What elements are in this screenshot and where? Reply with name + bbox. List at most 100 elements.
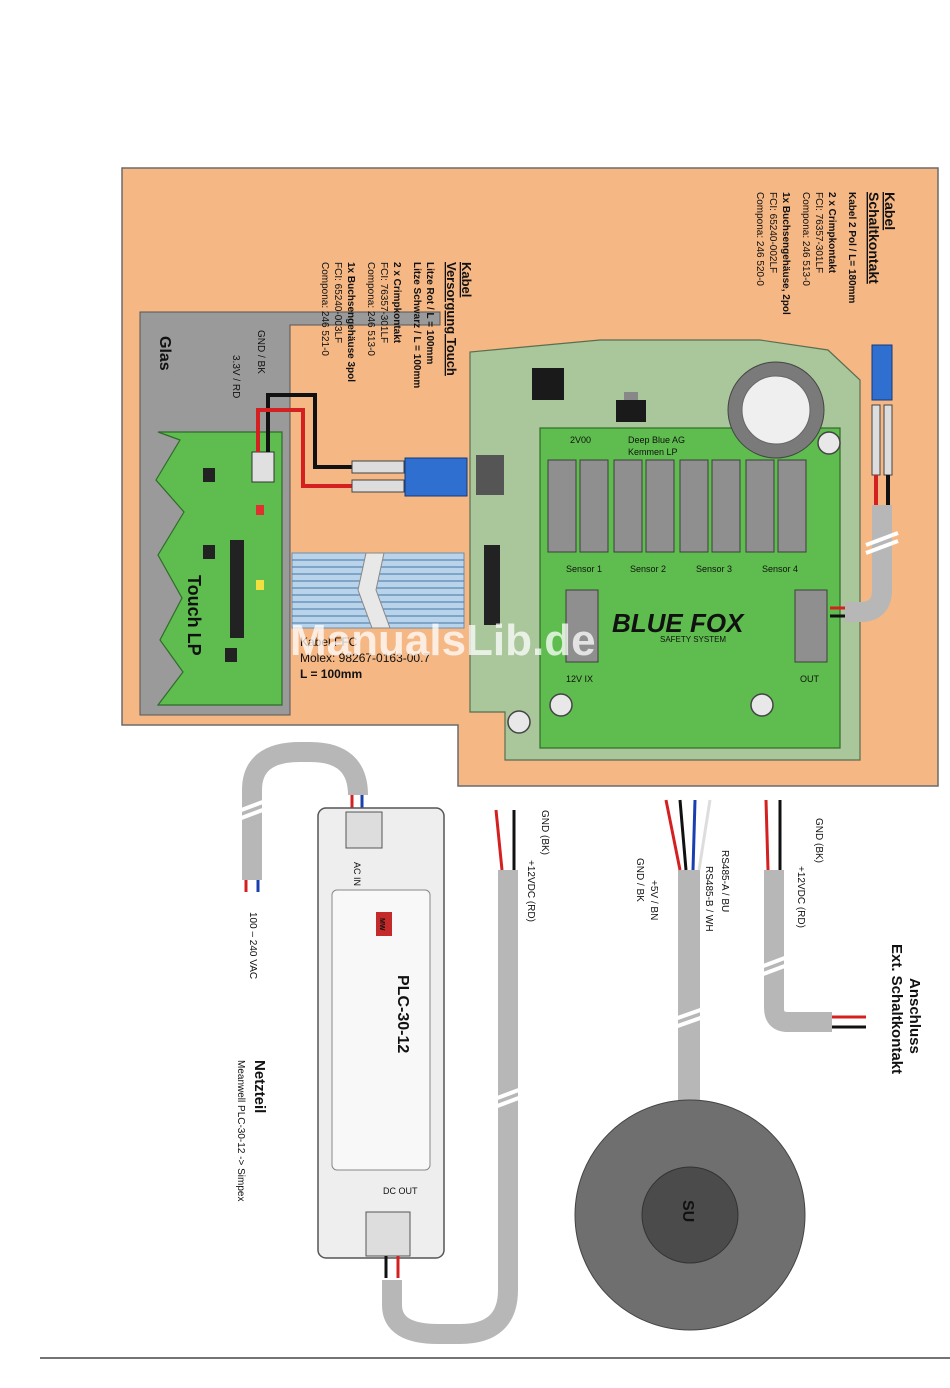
cable-schaltkontakt-line: Compona: 246 513-0 xyxy=(800,192,811,286)
touch-pcb-led xyxy=(256,580,264,590)
terminal-block-right xyxy=(794,589,828,663)
pin-header xyxy=(476,455,504,495)
su-cable-plus5: +5V / BN xyxy=(648,880,659,920)
psu-cable-plus: +12VDC (RD) xyxy=(525,860,536,922)
bluefox-logo: BLUE FOX xyxy=(612,608,745,638)
cable-schaltkontakt-line: FCI: 76357-301LF xyxy=(813,192,824,273)
watermark: ManualsLib.de xyxy=(290,616,596,665)
su-cable-rs485a: RS485-A / BU xyxy=(719,850,730,912)
psu-input-voltage: 100 – 240 VAC xyxy=(247,912,258,979)
ffc-label-line3: L = 100mm xyxy=(300,667,362,681)
glass-gnd-label: GND / BK xyxy=(255,330,266,374)
buzzer-inner xyxy=(741,375,811,445)
ac-cable xyxy=(242,742,368,880)
psu-ac-in-label: AC IN xyxy=(352,862,362,886)
terminal-left-label: 12V IX xyxy=(566,674,593,684)
sensor-label-1: Sensor 1 xyxy=(566,564,602,574)
crimp-contact xyxy=(883,404,893,476)
touch-pcb-header xyxy=(251,451,275,483)
su-cable xyxy=(678,870,700,1105)
su-unit-center xyxy=(641,1166,739,1264)
sensor-label-4: Sensor 4 xyxy=(762,564,798,574)
su-cable-rs485b: RS485-B / WH xyxy=(703,866,714,932)
psu-model-label: PLC-30-12 xyxy=(394,975,411,1053)
regulator-tab xyxy=(624,392,638,400)
crimp-contact xyxy=(351,479,405,493)
cable-touch-line: 1x Buchsengehäuse 3pol xyxy=(345,262,356,382)
cable-touch-block: Kabel Versorgung Touch Litze Rot / L = 1… xyxy=(319,262,474,388)
cable-break-marks xyxy=(235,531,899,1110)
glass-label: Glas xyxy=(156,336,173,371)
touch-pcb-component xyxy=(203,545,215,559)
cable-touch-title: Kabel xyxy=(459,262,474,297)
sensor-connectors xyxy=(547,459,807,553)
screw-icons xyxy=(507,431,841,734)
su-wire-black xyxy=(678,799,688,871)
touch-pcb-led xyxy=(256,505,264,515)
cable-schaltkontakt-line: 1x Buchsengehäuse, 2pol xyxy=(780,192,791,315)
ffc-break xyxy=(357,552,391,629)
cable-touch-line: FCI: 76357-301LF xyxy=(378,262,389,343)
bluefox-logo-sub: SAFETY SYSTEM xyxy=(660,635,726,644)
su-cable-gnd: GND / BK xyxy=(634,858,645,902)
terminal-block-left xyxy=(565,589,599,663)
dc-cable xyxy=(382,870,518,1344)
ext-contact-title-line1: Anschluss xyxy=(906,978,923,1054)
su-wire-red xyxy=(664,799,682,871)
touch-pcb-connector xyxy=(230,540,244,638)
touch-pcb xyxy=(155,431,283,706)
ext-wire-red xyxy=(764,799,770,871)
ext-contact-cable xyxy=(764,870,832,1032)
cable-touch-line: Compona: 246 521-0 xyxy=(319,262,330,356)
power-supply-face xyxy=(331,889,431,1171)
su-wire-white xyxy=(697,799,712,871)
cable-touch-line: 2 x Crimpkontakt xyxy=(391,262,402,344)
regulator xyxy=(616,400,646,422)
crimp-contact xyxy=(351,460,405,474)
touch-pcb-component xyxy=(203,468,215,482)
power-supply-brand-logo xyxy=(376,912,392,936)
ffc-label-line1: Kabel FFC xyxy=(300,635,358,649)
cable-schaltkontakt-subtitle: Schaltkontakt xyxy=(866,192,882,284)
cable-schaltkontakt-line: Kabel 2 Pol / L= 180mm xyxy=(846,192,857,304)
cable-touch-line: Compona: 246 513-0 xyxy=(365,262,376,356)
su-unit-label: SU xyxy=(679,1200,696,1222)
cable-touch-line: FCI: 65240-003LF xyxy=(332,262,343,343)
psu-title: Netzteil xyxy=(251,1060,268,1113)
cable-touch-line: Litze Schwarz / L = 100mm xyxy=(411,262,422,388)
sensor-label-3: Sensor 3 xyxy=(696,564,732,574)
cable-schaltkontakt-title: Kabel xyxy=(882,192,898,230)
terminal-right-label: OUT xyxy=(800,674,820,684)
dc-terminal xyxy=(365,1211,411,1257)
su-wire-blue xyxy=(691,799,697,871)
cable-touch-subtitle: Versorgung Touch xyxy=(444,262,459,376)
ext-contact-title-line2: Ext. Schaltkontakt xyxy=(888,944,905,1074)
connector-housing-3pol xyxy=(404,457,468,497)
connector-housing-2pol xyxy=(871,344,893,401)
psu-dc-out-label: DC OUT xyxy=(383,1186,418,1196)
cable-schaltkontakt-block: Kabel Schaltkontakt Kabel 2 Pol / L= 180… xyxy=(754,192,898,315)
pcb-company-line2: Kemmen LP xyxy=(628,447,678,457)
touch-pcb-label: Touch LP xyxy=(184,575,204,656)
cable-touch-line: Litze Rot / L = 100mm xyxy=(424,262,435,364)
psu-subtitle: Meanwell PLC-30-12 -> Simpex xyxy=(235,1060,246,1201)
ac-terminal xyxy=(345,811,383,849)
crimp-contact xyxy=(871,404,881,476)
touch-wire-black xyxy=(266,393,352,469)
psu-cable-gnd: GND (BK) xyxy=(539,810,550,855)
ext-cable-plus: +12VDC (RD) xyxy=(795,866,806,928)
dc-wire-red xyxy=(494,809,504,871)
ffc-label-line2: Molex: 98267-0163-00.7 xyxy=(300,651,430,665)
pcb-vdd-label: 2V00 xyxy=(570,435,591,445)
ffc-connector xyxy=(484,545,500,625)
touch-pcb-component xyxy=(225,648,237,662)
schaltkontakt-cable xyxy=(845,505,892,622)
cable-schaltkontakt-line: FCI: 65240-002LF xyxy=(767,192,778,273)
ext-cable-gnd: GND (BK) xyxy=(813,818,824,863)
ic-chip xyxy=(532,368,564,400)
pcb-company-line1: Deep Blue AG xyxy=(628,435,685,445)
glass-3v3-label: 3.3V / RD xyxy=(230,355,241,398)
sensor-label-2: Sensor 2 xyxy=(630,564,666,574)
cable-schaltkontakt-line: 2 x Crimpkontakt xyxy=(826,192,837,274)
